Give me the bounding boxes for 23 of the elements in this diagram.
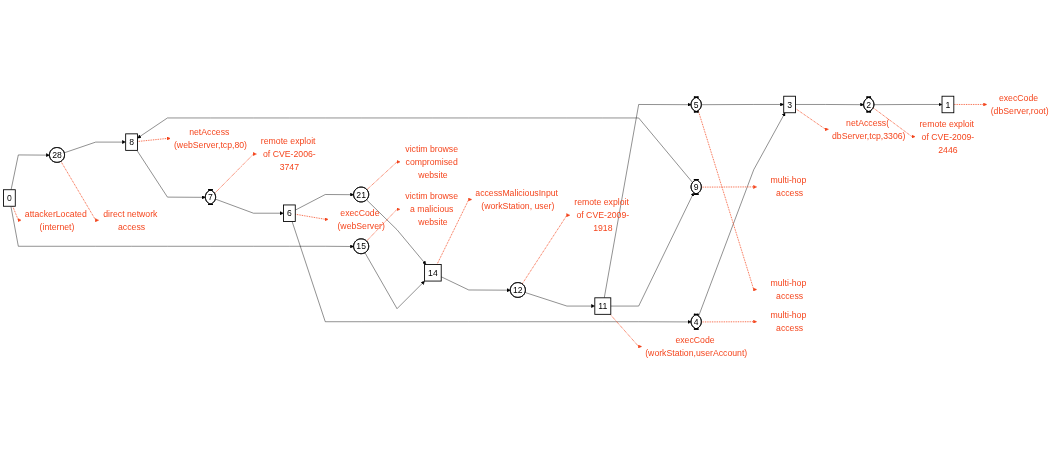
node-box: 11 (594, 297, 612, 315)
node-text: remote exploit of CVE-2009-1918 (574, 197, 630, 233)
node-text: execCode (workStation,userAccount) (645, 335, 748, 358)
node-text: execCode (webServer) (337, 207, 385, 231)
node-box: 8 (125, 133, 138, 151)
node-text: multi-hop access (770, 310, 807, 334)
node-text: victim browse a malicious website (405, 191, 459, 228)
node-box: 0 (3, 189, 16, 207)
node-text: direct network access (103, 208, 158, 232)
node-text: remote exploit of CVE-2006-3747 (260, 136, 316, 172)
node-text: remote exploit of CVE-2009-2446 (919, 118, 975, 155)
node-box: 1 (941, 95, 955, 114)
node-box: 14 (424, 264, 442, 282)
node-box: 6 (283, 204, 296, 222)
node-text: execCode (dbServer,root) (990, 93, 1049, 116)
node-text: victim browse compromised website (405, 144, 459, 180)
node-text: multi-hop access (770, 278, 807, 301)
node-text: multi-hop access (770, 175, 807, 199)
node-box: 3 (783, 95, 796, 114)
node-text: netAccess( dbServer,tcp,3306) (832, 117, 906, 141)
node-text: attackerLocated (internet) (24, 208, 87, 232)
node-text: accessMaliciousInput (workStation, user) (475, 188, 558, 211)
node-text: netAccess (webServer,tcp,80) (173, 127, 247, 150)
